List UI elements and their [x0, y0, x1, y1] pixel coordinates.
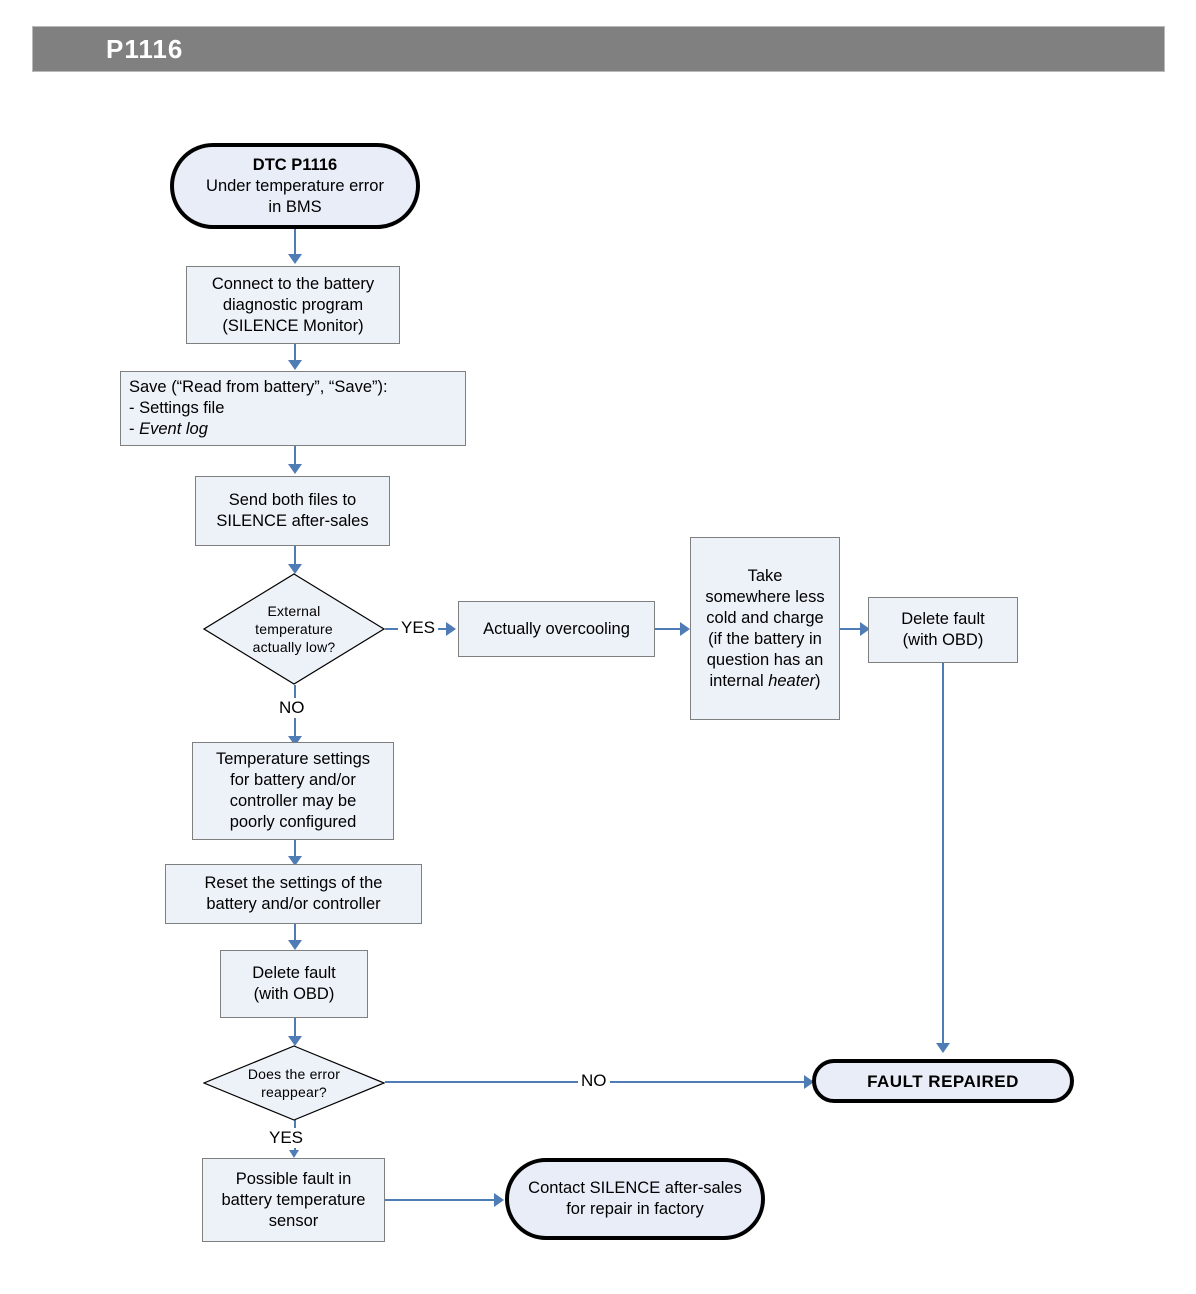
edge-label-temp-yes: YES [398, 618, 439, 638]
edge-delete-left-to-decision [294, 1018, 296, 1039]
node-connect-line3: (SILENCE Monitor) [222, 316, 364, 335]
arrowhead-reset-to-delete-left [288, 940, 302, 950]
node-start-line3: in BMS [268, 197, 322, 216]
node-delete-left-line1: Delete fault [252, 964, 336, 982]
node-start-line1: DTC P1116 [252, 155, 338, 174]
node-possible-fault-sensor[interactable]: Possible fault in battery temperature se… [202, 1158, 385, 1242]
node-take-line6-prefix: internal [709, 671, 769, 690]
node-contact-silence[interactable]: Contact SILENCE after-sales for repair i… [505, 1158, 765, 1240]
node-take-line6-italic: heater [768, 671, 815, 690]
node-start[interactable]: DTC P1116 Under temperature error in BMS [170, 143, 420, 229]
diamond-shape [203, 1045, 385, 1121]
arrowhead-delete-right-to-repaired [936, 1043, 950, 1053]
node-send-files[interactable]: Send both files to SILENCE after-sales [195, 476, 390, 546]
node-reset-line2: battery and/or controller [206, 895, 381, 913]
node-save-files[interactable]: Save (“Read from battery”, “Save”): - Se… [120, 371, 466, 446]
edge-delete-right-to-repaired [942, 663, 944, 1045]
node-reset-settings[interactable]: Reset the settings of the battery and/or… [165, 864, 422, 924]
page-title: P1116 [106, 34, 184, 64]
node-connect-diagnostic[interactable]: Connect to the battery diagnostic progra… [186, 266, 400, 344]
edge-send-to-decision-temp [294, 546, 296, 566]
arrowhead-possiblefault-to-contact [494, 1193, 504, 1207]
node-reset-line1: Reset the settings of the [204, 874, 383, 892]
edge-take-to-delete-right [840, 628, 866, 630]
edge-start-to-connect [294, 228, 296, 256]
node-take-line4: (if the battery in [708, 629, 822, 648]
node-decision-reappear-line2: reappear? [261, 1084, 327, 1100]
node-fault-repaired[interactable]: FAULT REPAIRED [812, 1059, 1074, 1103]
node-possiblefault-line1: Possible fault in [235, 1169, 352, 1188]
node-contact-line1: Contact SILENCE after-sales [528, 1179, 742, 1197]
node-delete-fault-left[interactable]: Delete fault (with OBD) [220, 950, 368, 1018]
node-send-line1: Send both files to [228, 491, 357, 509]
node-possiblefault-line3: sensor [268, 1211, 319, 1230]
node-actually-overcooling[interactable]: Actually overcooling [458, 601, 655, 657]
node-send-line2: SILENCE after-sales [216, 512, 369, 530]
node-temperature-settings[interactable]: Temperature settings for battery and/or … [192, 742, 394, 840]
node-decision-temp-line1: External [267, 603, 321, 619]
node-take-line3: cold and charge [706, 608, 824, 627]
edge-reset-to-delete-left [294, 924, 296, 941]
edge-label-reappear-no: NO [578, 1071, 610, 1091]
arrowhead-overcooling-to-take [680, 622, 690, 636]
header-bar [32, 26, 1165, 72]
node-overcooling-line1: Actually overcooling [483, 619, 630, 638]
node-delete-left-line2: (with OBD) [253, 985, 335, 1003]
node-connect-line2: diagnostic program [222, 295, 364, 314]
edge-possiblefault-to-contact [385, 1199, 498, 1201]
node-fault-repaired-label: FAULT REPAIRED [867, 1071, 1019, 1091]
node-take-somewhere-less-cold[interactable]: Take somewhere less cold and charge (if … [690, 537, 840, 720]
node-take-line1: Take [747, 566, 783, 585]
node-decision-error-reappear[interactable]: Does the error reappear? [203, 1045, 385, 1121]
arrowhead-connect-to-save [288, 360, 302, 370]
arrowhead-reappear-yes [289, 1150, 299, 1158]
node-save-line3-prefix: - [129, 420, 140, 438]
node-decision-temp-line2: temperature [255, 621, 333, 637]
node-take-line5: question has an [706, 650, 824, 669]
node-decision-temp-line3: actually low? [252, 639, 336, 655]
node-start-line2: Under temperature error [206, 176, 384, 195]
node-decision-external-temp[interactable]: External temperature actually low? [203, 573, 385, 685]
node-possiblefault-line2: battery temperature [221, 1190, 366, 1209]
node-take-line6-suffix: ) [815, 671, 821, 690]
diamond-shape [203, 573, 385, 685]
edge-tempsettings-to-reset [294, 840, 296, 858]
edge-label-reappear-yes: YES [266, 1128, 307, 1148]
edge-label-temp-no: NO [276, 698, 308, 718]
edge-connect-to-save [294, 343, 296, 362]
node-take-line2: somewhere less [705, 587, 825, 606]
node-save-line3-italic: Event log [139, 420, 208, 438]
node-tempsettings-line1: Temperature settings [215, 750, 371, 768]
edge-overcooling-to-take [655, 628, 683, 630]
node-decision-reappear-line1: Does the error [247, 1066, 341, 1082]
arrowhead-save-to-send [288, 464, 302, 474]
node-save-line1: Save (“Read from battery”, “Save”): [129, 378, 388, 396]
node-save-line2: - Settings file [129, 399, 225, 417]
arrowhead-start-to-connect [288, 254, 302, 264]
node-tempsettings-line2: for battery and/or [230, 771, 356, 789]
node-contact-line2: for repair in factory [566, 1200, 704, 1218]
node-tempsettings-line4: poorly configured [229, 813, 357, 831]
node-delete-fault-right[interactable]: Delete fault (with OBD) [868, 597, 1018, 663]
node-tempsettings-line3: controller may be [229, 792, 357, 810]
arrowhead-temp-yes [446, 622, 456, 636]
node-delete-right-line1: Delete fault [901, 610, 985, 628]
node-connect-line1: Connect to the battery [211, 274, 375, 293]
edge-save-to-send [294, 445, 296, 466]
node-delete-right-line2: (with OBD) [902, 631, 984, 649]
